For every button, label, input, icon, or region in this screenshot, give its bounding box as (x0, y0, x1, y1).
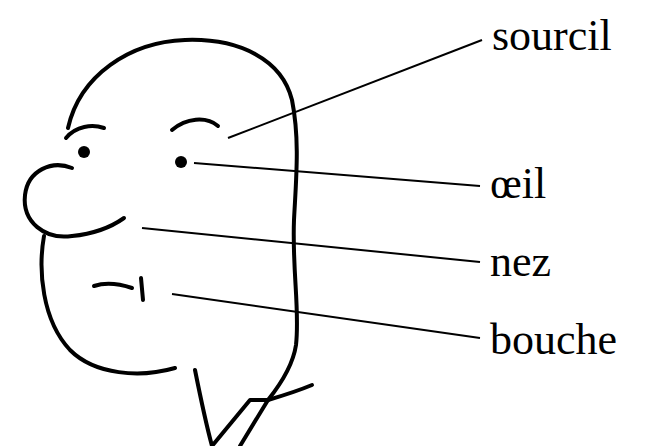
leader-line (142, 228, 480, 262)
leader-line (194, 163, 480, 186)
part-label: œil (490, 157, 546, 211)
eyebrow (66, 126, 104, 138)
eye-dot (78, 146, 90, 158)
part-label: sourcil (492, 9, 612, 63)
nose-shape (25, 165, 124, 236)
part-label: nez (490, 235, 551, 289)
part-label: bouche (490, 313, 617, 367)
leader-line (228, 40, 482, 138)
eyebrow (172, 120, 218, 130)
mouth-line (94, 284, 132, 288)
mouth-tick (141, 278, 143, 300)
leader-line (172, 294, 480, 338)
eye-dot (175, 156, 187, 168)
neck-line (195, 370, 212, 446)
chin-line (42, 236, 175, 373)
head-outline (68, 40, 297, 400)
collar-line (212, 400, 268, 446)
shoulder-line (268, 385, 312, 400)
